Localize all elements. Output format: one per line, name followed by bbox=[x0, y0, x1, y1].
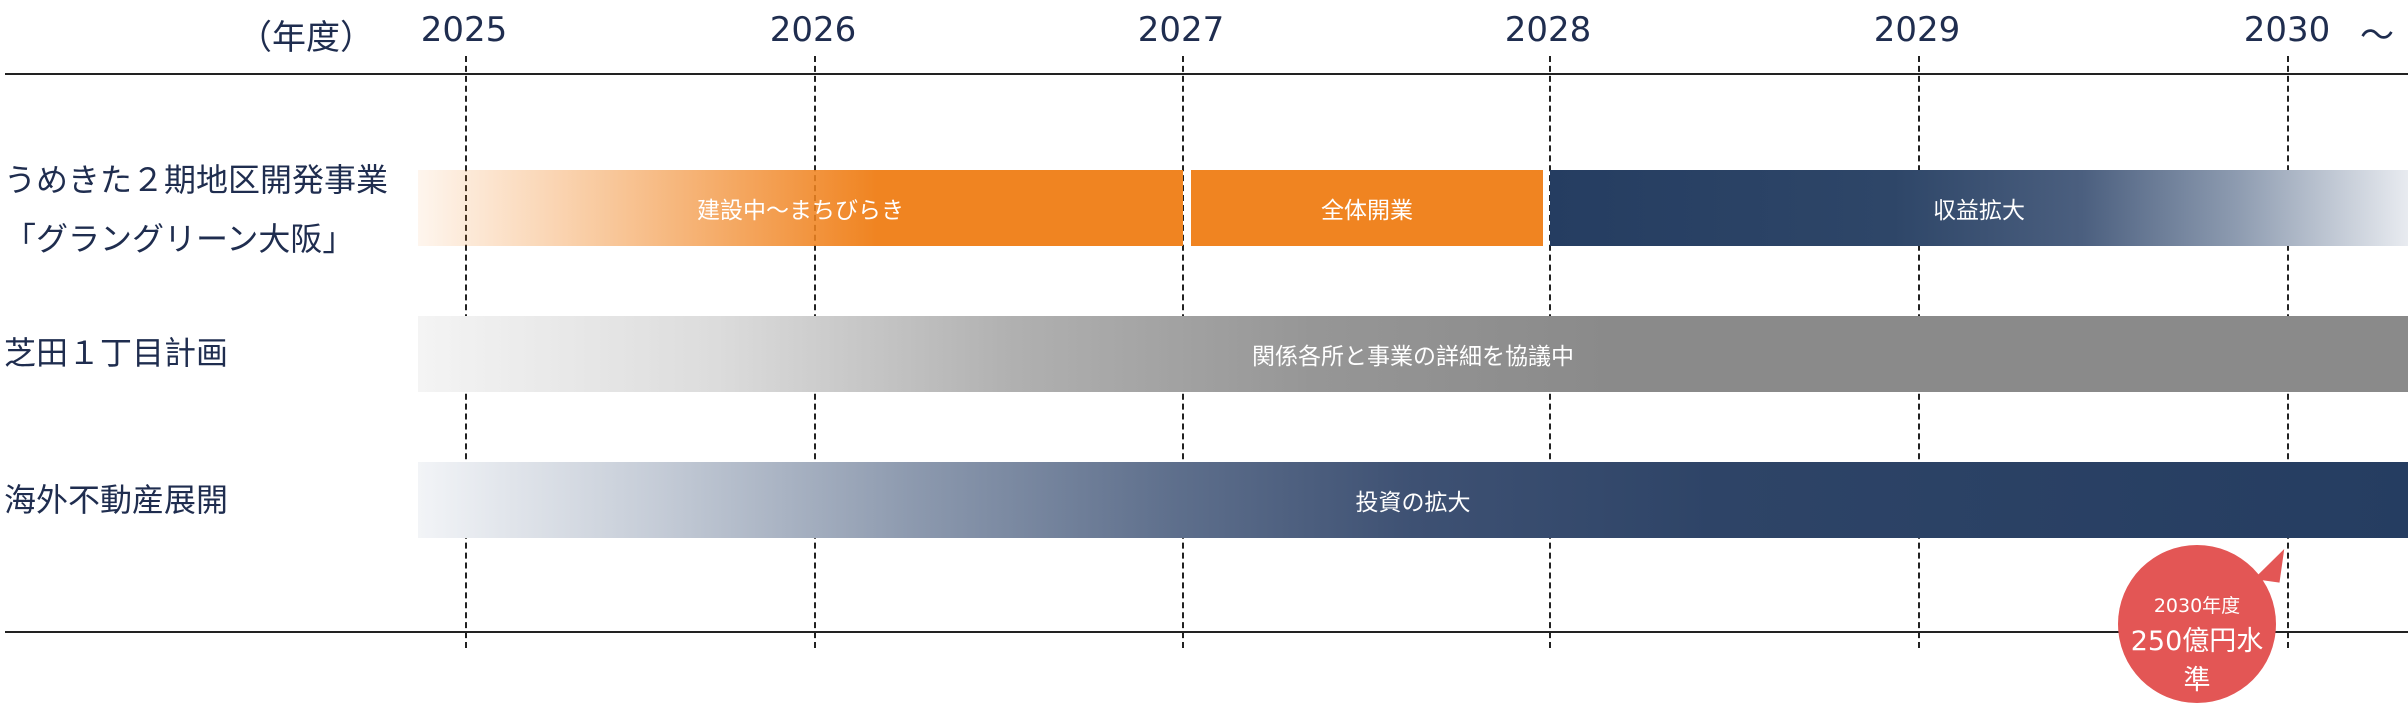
badge-target-text: 250億円水準 bbox=[2130, 626, 2264, 696]
year-label-2029: 2029 bbox=[1873, 10, 1961, 50]
bottom-rule bbox=[5, 631, 2408, 633]
row-label-umekita-subtitle: 「グラングリーン大阪」 bbox=[4, 220, 355, 258]
badge-year-text: 2030年度 bbox=[2153, 595, 2241, 617]
bar-full-opening: 全体開業 bbox=[1191, 170, 1543, 246]
bar-overseas-investment: 投資の拡大 bbox=[418, 462, 2408, 538]
year-label-2030: 2030 bbox=[2243, 10, 2331, 50]
bar-shibata-discussion: 関係各所と事業の詳細を協議中 bbox=[418, 316, 2408, 392]
bar-shibata-discussion-label: 関係各所と事業の詳細を協議中 bbox=[1252, 344, 1574, 370]
fiscal-year-unit-label: （年度） bbox=[238, 18, 374, 58]
bar-full-opening-label: 全体開業 bbox=[1321, 198, 1413, 224]
year-label-2027: 2027 bbox=[1137, 10, 1225, 50]
bar-construction-to-opening: 建設中～まちびらき bbox=[418, 170, 1183, 246]
row-label-umekita: うめきた２期地区開発事業 bbox=[4, 161, 389, 199]
bar-construction-to-opening-label: 建設中～まちびらき bbox=[697, 198, 904, 224]
row-label-shibata: 芝田１丁目計画 bbox=[4, 334, 229, 372]
target-badge-2030: 2030年度 250億円水準 bbox=[2118, 545, 2285, 703]
bar-profit-expansion: 収益拡大 bbox=[1550, 170, 2408, 246]
badge-pointer bbox=[2253, 545, 2285, 583]
year-label-2025: 2025 bbox=[420, 10, 508, 50]
year-label-2028: 2028 bbox=[1504, 10, 1592, 50]
bar-profit-expansion-label: 収益拡大 bbox=[1933, 198, 2025, 224]
row-label-overseas: 海外不動産展開 bbox=[4, 481, 229, 519]
top-rule bbox=[5, 73, 2408, 75]
continuation-mark: ～ bbox=[2360, 16, 2394, 56]
year-label-2026: 2026 bbox=[769, 10, 857, 50]
bar-overseas-investment-label: 投資の拡大 bbox=[1355, 490, 1471, 516]
